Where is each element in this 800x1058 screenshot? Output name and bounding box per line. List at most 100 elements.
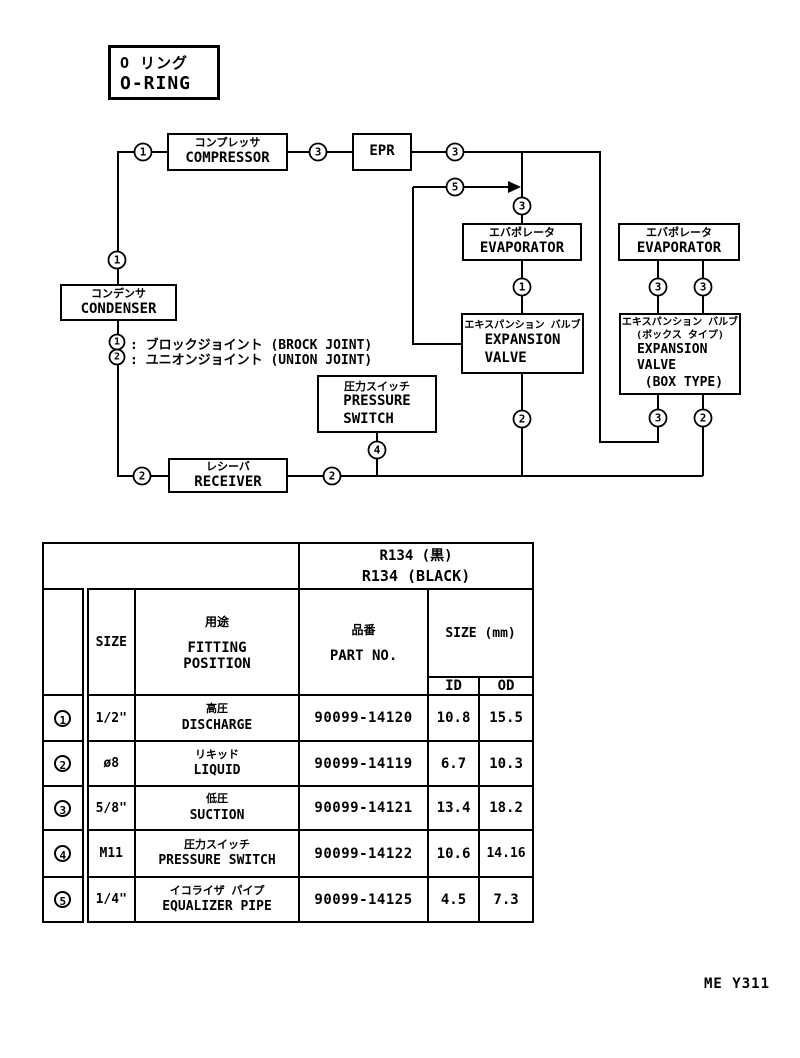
o-ring-parts-table: R134 (黒) R134 (BLACK) SIZE 用途 FITTING PO… bbox=[41, 542, 535, 923]
od-cell: 10.3 bbox=[478, 740, 535, 787]
header-part-no-cell: 品番 PART NO. bbox=[298, 588, 430, 696]
joint-marker-label: 2 bbox=[139, 470, 146, 483]
joint-marker: 2 bbox=[132, 466, 152, 486]
joint-marker-label: 2 bbox=[700, 412, 707, 425]
legend-item-block-joint: : ブロックジョイント (BROCK JOINT) bbox=[130, 338, 373, 353]
header-size-cell: SIZE bbox=[81, 588, 136, 696]
page-code: ME Y311 bbox=[704, 976, 771, 992]
table-row: 1 1/2" 高圧 DISCHARGE 90099-14120 10.8 15.… bbox=[42, 694, 535, 742]
header-id-cell: ID bbox=[427, 676, 481, 696]
header-blank-cell bbox=[41, 542, 301, 590]
fitting-en: LIQUID bbox=[193, 763, 241, 779]
node-evaporator-front: エバポレータ EVAPORATOR bbox=[462, 223, 582, 261]
symbol-cell: 5 bbox=[42, 876, 86, 923]
joint-marker: 3 bbox=[308, 142, 328, 162]
legend-item-union-joint: : ユニオンジョイント (UNION JOINT) bbox=[130, 353, 373, 368]
size-cell: ø8 bbox=[81, 740, 136, 787]
joint-marker: 2 bbox=[693, 408, 713, 428]
joint-marker: 5 bbox=[445, 177, 465, 197]
joint-marker: 3 bbox=[445, 142, 465, 162]
legend-marker-label: 2 bbox=[114, 352, 120, 363]
refrigerant-label-jp: R134 (黒) bbox=[379, 547, 453, 564]
id-cell: 13.4 bbox=[427, 785, 481, 831]
joint-marker: 2 bbox=[512, 409, 532, 429]
size-cell: 1/2" bbox=[81, 694, 136, 742]
node-condenser: コンデンサ CONDENSER bbox=[60, 284, 177, 321]
od-cell: 15.5 bbox=[478, 694, 535, 742]
joint-marker: 1 bbox=[512, 277, 532, 297]
node-label-jp: エキスパンション バルブ (ボックス タイプ) bbox=[621, 317, 739, 341]
part-no-header: PART NO. bbox=[329, 647, 398, 664]
part-no-header-jp: 品番 bbox=[351, 622, 376, 637]
legend-marker: 1 bbox=[108, 333, 126, 351]
joint-marker-label: 3 bbox=[519, 200, 526, 213]
node-label: EVAPORATOR bbox=[479, 240, 565, 257]
od-cell: 18.2 bbox=[478, 785, 535, 831]
node-receiver: レシーバ RECEIVER bbox=[168, 458, 288, 493]
legend-marker: 2 bbox=[108, 348, 126, 366]
fitting-cell: リキッド LIQUID bbox=[133, 740, 301, 787]
row-marker: 5 bbox=[54, 891, 72, 908]
node-label-jp: コンプレッサ bbox=[194, 136, 261, 150]
symbol-cell: 1 bbox=[42, 694, 86, 742]
equalizer-line bbox=[412, 187, 461, 345]
refrigerant-label: R134 (BLACK) bbox=[361, 566, 471, 585]
fitting-cell: 高圧 DISCHARGE bbox=[133, 694, 301, 742]
fitting-en: DISCHARGE bbox=[181, 717, 253, 733]
fitting-en: EQUALIZER PIPE bbox=[162, 899, 272, 915]
joint-marker: 3 bbox=[648, 408, 668, 428]
header-refrigerant-cell: R134 (黒) R134 (BLACK) bbox=[298, 542, 535, 590]
node-compressor: コンプレッサ COMPRESSOR bbox=[167, 133, 288, 171]
table-row: 3 5/8" 低圧 SUCTION 90099-14121 13.4 18.2 bbox=[42, 785, 535, 831]
table-row: 5 1/4" イコライザ パイプ EQUALIZER PIPE 90099-14… bbox=[42, 876, 535, 923]
size-cell: 5/8" bbox=[81, 785, 136, 831]
part-no-cell: 90099-14125 bbox=[298, 876, 430, 923]
size-cell: M11 bbox=[81, 829, 136, 878]
fitting-cell: 圧力スイッチ PRESSURE SWITCH bbox=[133, 829, 301, 878]
node-label: EVAPORATOR bbox=[636, 240, 722, 257]
joint-marker-label: 3 bbox=[315, 146, 322, 159]
id-cell: 10.8 bbox=[427, 694, 481, 742]
fitting-jp: リキッド bbox=[195, 747, 240, 761]
id-cell: 10.6 bbox=[427, 829, 481, 878]
node-label-jp: エバポレータ bbox=[489, 226, 555, 240]
table-row: 2 ø8 リキッド LIQUID 90099-14119 6.7 10.3 bbox=[42, 740, 535, 787]
node-label-jp: エキスパンション バルブ bbox=[464, 319, 581, 331]
row-marker: 3 bbox=[54, 799, 72, 817]
page-title: O-RING bbox=[120, 72, 192, 94]
node-epr: EPR bbox=[352, 133, 412, 171]
part-no-cell: 90099-14122 bbox=[298, 829, 430, 878]
header-od-cell: OD bbox=[478, 676, 535, 696]
node-expansion-valve-box-type: エキスパンション バルブ (ボックス タイプ) EXPANSION VALVE … bbox=[619, 313, 741, 395]
node-label: RECEIVER bbox=[194, 473, 262, 490]
row-marker: 1 bbox=[54, 709, 72, 727]
fitting-en: PRESSURE SWITCH bbox=[158, 853, 276, 869]
joint-marker: 4 bbox=[367, 440, 387, 460]
fitting-jp: 低圧 bbox=[206, 792, 229, 806]
node-label: PRESSURE SWITCH bbox=[343, 393, 411, 427]
joint-marker-label: 3 bbox=[655, 281, 662, 294]
arrowhead-icon bbox=[508, 181, 521, 193]
joint-marker: 3 bbox=[693, 277, 713, 297]
node-label-jp: レシーバ bbox=[206, 459, 250, 473]
id-cell: 4.5 bbox=[427, 876, 481, 923]
fitting-jp: 圧力スイッチ bbox=[184, 837, 251, 851]
row-marker: 2 bbox=[54, 755, 72, 772]
page-title-jp: O リング bbox=[120, 53, 189, 72]
joint-marker: 1 bbox=[133, 142, 153, 162]
od-cell: 7.3 bbox=[478, 876, 535, 923]
node-label-jp: エバポレータ bbox=[646, 226, 712, 240]
node-label: EXPANSION VALVE bbox=[484, 332, 561, 366]
table-row: 4 M11 圧力スイッチ PRESSURE SWITCH 90099-14122… bbox=[42, 829, 535, 878]
fitting-jp: 高圧 bbox=[206, 702, 229, 716]
fitting-cell: 低圧 SUCTION bbox=[133, 785, 301, 831]
node-label: EPR bbox=[369, 143, 395, 160]
part-no-cell: 90099-14119 bbox=[298, 740, 430, 787]
legend-marker-label: 1 bbox=[114, 337, 120, 348]
joint-marker-label: 1 bbox=[519, 281, 526, 294]
joint-marker: 3 bbox=[648, 277, 668, 297]
symbol-cell: 4 bbox=[42, 829, 86, 878]
part-no-cell: 90099-14121 bbox=[298, 785, 430, 831]
node-expansion-valve: エキスパンション バルブ EXPANSION VALVE bbox=[461, 313, 584, 374]
